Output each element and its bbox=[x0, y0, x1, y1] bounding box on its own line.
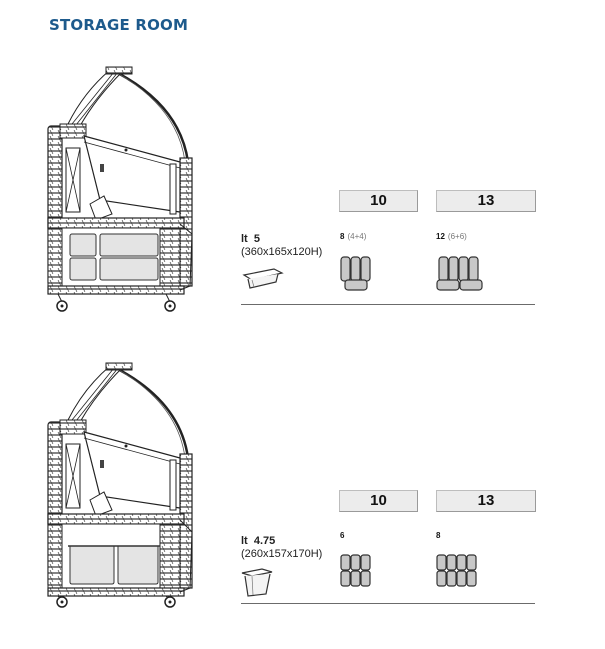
pan-unit: lt bbox=[241, 233, 248, 245]
shallow-gastronorm-pan-icon bbox=[242, 268, 284, 289]
pan-layout-13-icon bbox=[436, 554, 477, 587]
size-column-header-10: 10 bbox=[339, 490, 418, 512]
pan-dimensions: (260x157x170H) bbox=[241, 548, 323, 560]
size-column-header-13: 13 bbox=[436, 490, 536, 512]
page-title: STORAGE ROOM bbox=[49, 16, 189, 34]
pan-count-10: 8(4+4) bbox=[340, 232, 367, 241]
row-divider bbox=[241, 304, 535, 305]
pan-capacity: 4.75 bbox=[253, 535, 276, 547]
deep-gastronorm-pan-icon bbox=[241, 568, 273, 597]
pan-count-13: 8 bbox=[436, 531, 441, 540]
pan-layout-13-icon bbox=[436, 256, 483, 291]
pan-count-10: 6 bbox=[340, 531, 345, 540]
pan-spec: lt 4.75 (260x157x170H) bbox=[241, 535, 322, 561]
pan-layout-10-icon bbox=[340, 554, 371, 587]
size-column-header-13: 13 bbox=[436, 190, 536, 212]
pan-spec: lt 5 (360x165x120H) bbox=[241, 233, 322, 259]
pan-dimensions: (360x165x120H) bbox=[241, 246, 323, 258]
pan-count-13: 12(6+6) bbox=[436, 232, 467, 241]
pan-capacity: 5 bbox=[253, 233, 260, 245]
pan-unit: lt bbox=[241, 535, 248, 547]
pan-layout-10-icon bbox=[340, 256, 371, 291]
display-cabinet-cross-section-icon bbox=[47, 362, 193, 608]
display-cabinet-cross-section-icon bbox=[47, 66, 193, 312]
size-column-header-10: 10 bbox=[339, 190, 418, 212]
row-divider bbox=[241, 603, 535, 604]
